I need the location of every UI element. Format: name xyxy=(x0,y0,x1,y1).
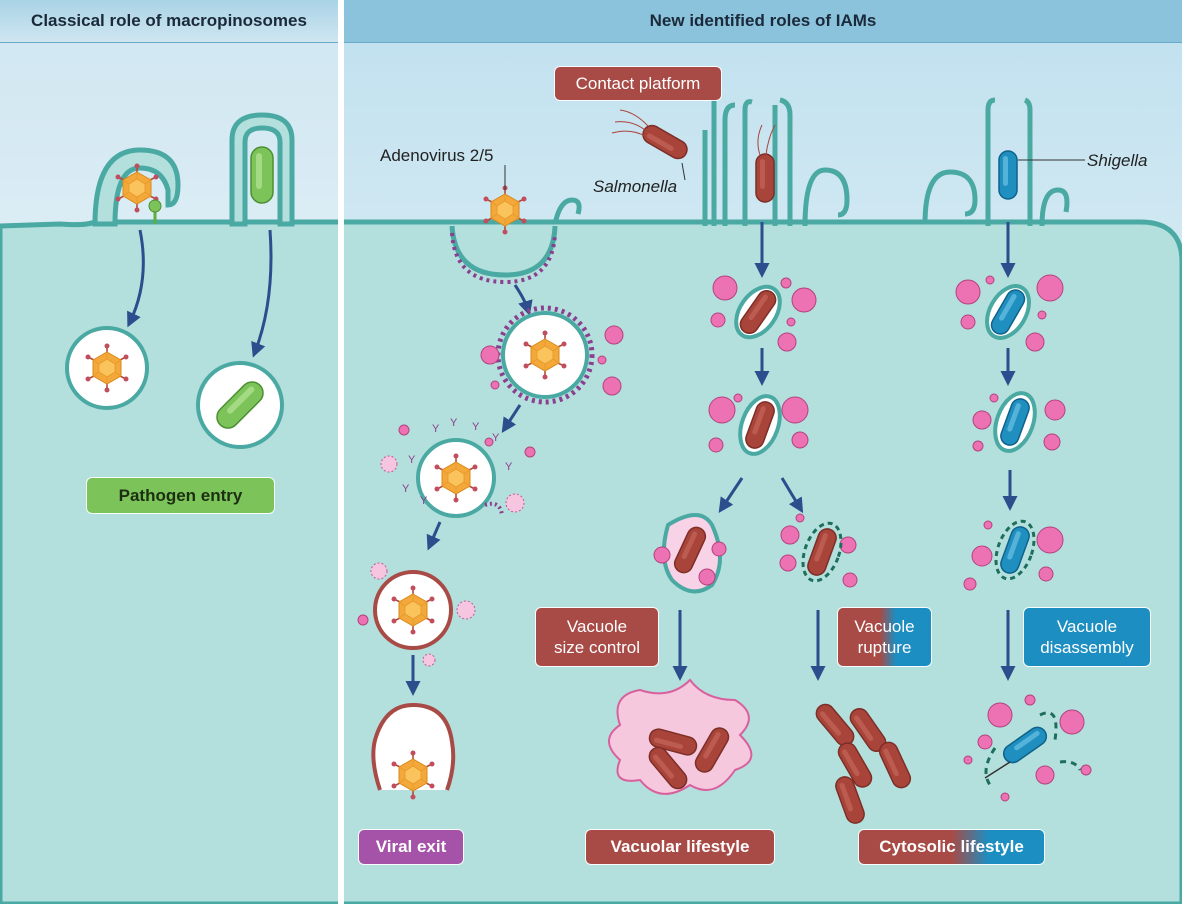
scv-stage-2 xyxy=(708,393,809,456)
vacuole-disassembly-label: Vacuole disassembly xyxy=(1024,608,1150,666)
salmonella-label: Salmonella xyxy=(593,177,678,196)
left-bacterium-entering xyxy=(250,146,274,204)
viral-exit-label: Viral exit xyxy=(359,830,463,864)
adenovirus-label: Adenovirus 2/5 xyxy=(380,146,494,165)
arrow-icon xyxy=(127,229,145,328)
shigella-entering xyxy=(998,150,1018,200)
vacuole-size-control-label: Vacuole size control xyxy=(536,608,658,666)
shigella-disassembled xyxy=(963,694,1092,802)
scv-stage-1 xyxy=(710,275,817,352)
svg-text:Y: Y xyxy=(472,421,480,433)
arrow-icon xyxy=(501,404,522,434)
shigella-label: Shigella xyxy=(1087,151,1148,170)
left-ruffles xyxy=(92,112,295,227)
svg-text:Y: Y xyxy=(432,423,440,435)
svg-text:Y: Y xyxy=(505,461,513,473)
scv-size-control xyxy=(653,513,727,594)
salmonella-outside xyxy=(611,109,692,163)
svg-text:Y: Y xyxy=(408,454,416,466)
vacuole-rupture-label: Vacuole rupture xyxy=(838,608,931,666)
arrow-icon xyxy=(780,477,804,514)
header-classical-role: Classical role of macropinosomes xyxy=(0,0,338,43)
arrow-icon xyxy=(718,477,744,513)
arrow-icon xyxy=(426,521,442,551)
svg-text:Y: Y xyxy=(420,495,428,507)
header-new-roles: New identified roles of IAMs xyxy=(344,0,1182,43)
vacuolar-lifestyle-label: Vacuolar lifestyle xyxy=(586,830,774,864)
scv-rupture xyxy=(779,513,858,588)
shigella-vacuole-3 xyxy=(963,519,1064,591)
shigella-vacuole-2 xyxy=(972,391,1066,453)
pathogen-entry-label: Pathogen entry xyxy=(87,478,274,513)
adeno-membrane xyxy=(449,197,582,278)
panel-divider xyxy=(338,0,344,904)
salmonella-ruffles xyxy=(702,97,850,227)
exit-vesicle xyxy=(371,702,456,791)
salmonella-entering xyxy=(755,153,775,203)
shigella-ruffles xyxy=(922,97,1070,227)
vacuolar-lifestyle-scv xyxy=(608,678,753,795)
cytosolic-lifestyle-label: Cytosolic lifestyle xyxy=(859,830,1044,864)
svg-text:Y: Y xyxy=(450,417,458,429)
shigella-vacuole-1 xyxy=(955,274,1064,352)
clathrin-coat xyxy=(450,232,557,285)
contact-platform-label: Contact platform xyxy=(555,67,721,100)
svg-text:Y: Y xyxy=(492,432,500,444)
arrow-icon xyxy=(251,229,273,358)
svg-text:Y: Y xyxy=(402,483,410,495)
receptor-icon xyxy=(148,199,162,224)
arrow-icon xyxy=(513,284,533,316)
